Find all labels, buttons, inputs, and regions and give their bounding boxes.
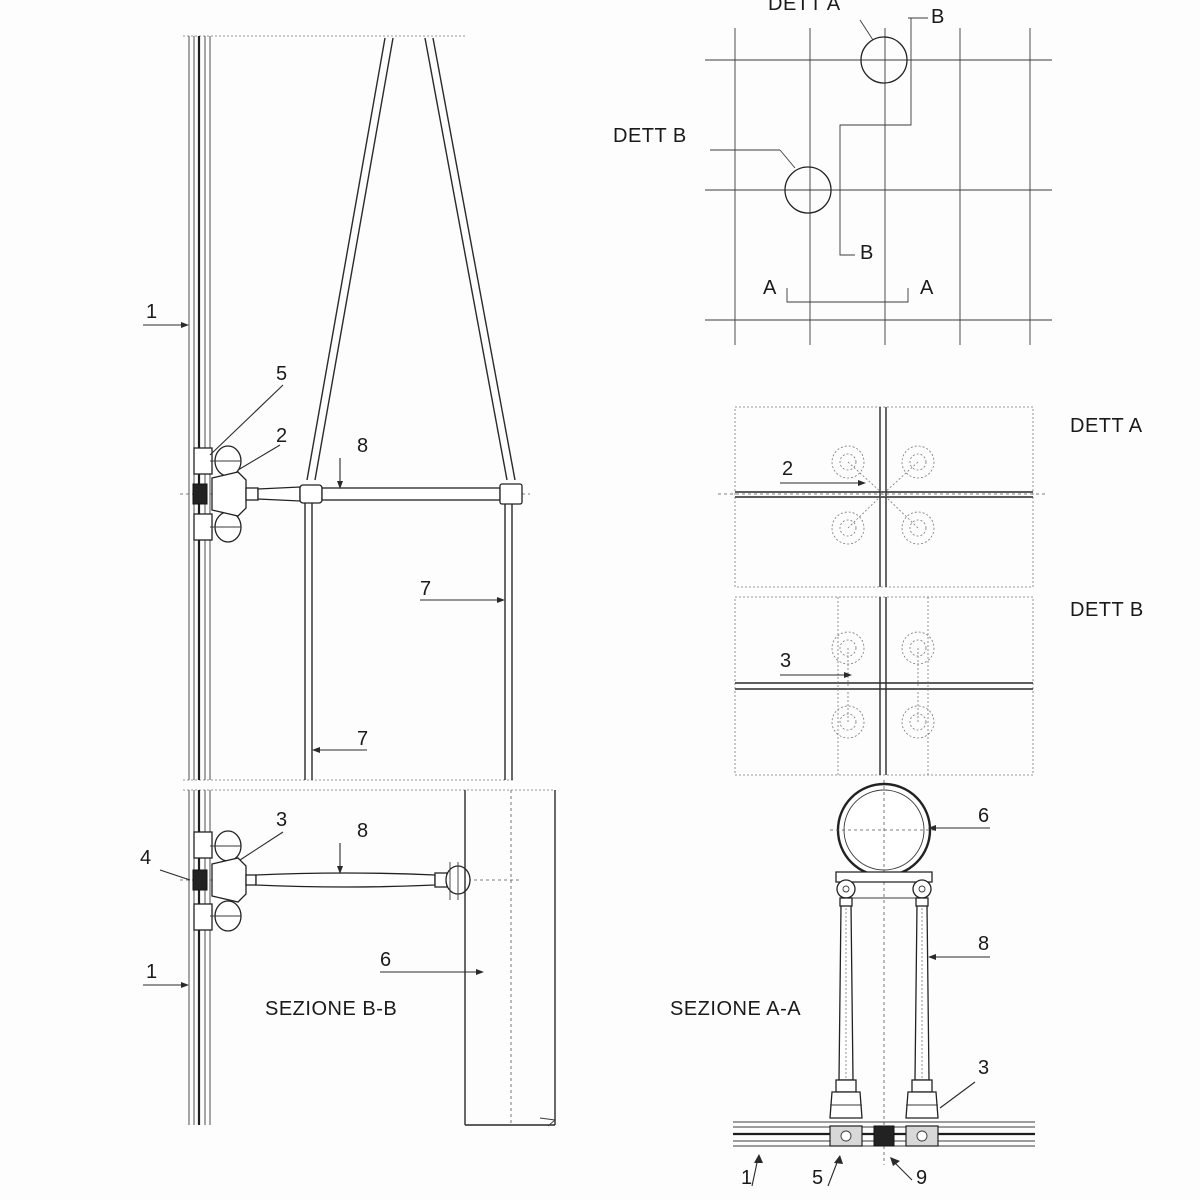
cut-mark-b-bottom: B <box>860 242 873 264</box>
section-bb-elevation: 1 5 2 8 7 7 3 8 4 1 6 SEZIONE B-B <box>140 35 557 1127</box>
label-1-glass-lower: 1 <box>146 961 157 983</box>
label-7-rod-left: 7 <box>357 728 368 750</box>
plan-label-dett-a: DETT A <box>768 0 841 15</box>
label-1-glass-sec: 1 <box>741 1167 752 1189</box>
label-3-dett-b: 3 <box>780 650 791 672</box>
column-section <box>464 790 557 1127</box>
label-5-fixing-sec: 5 <box>812 1167 823 1189</box>
label-8-strut-upper: 8 <box>357 435 368 457</box>
label-3-spider: 3 <box>276 809 287 831</box>
title-sezione-bb: SEZIONE B-B <box>265 998 397 1020</box>
title-sezione-aa: SEZIONE A-A <box>670 998 801 1020</box>
vertical-rods <box>304 500 513 780</box>
glass-facade-upper <box>188 36 211 780</box>
section-aa: 6 8 3 1 5 9 SEZIONE A-A <box>670 780 1035 1189</box>
label-8-struts: 8 <box>978 933 989 955</box>
title-dett-b: DETT B <box>1070 599 1144 621</box>
detail-b: 3 DETT B <box>734 596 1144 776</box>
label-9-joint: 9 <box>916 1167 927 1189</box>
cut-mark-a-left: A <box>763 277 777 299</box>
leaders-bb <box>143 322 505 988</box>
detail-a: 2 DETT A <box>718 406 1143 588</box>
label-7-rod-right: 7 <box>420 578 431 600</box>
label-6-column: 6 <box>380 949 391 971</box>
plan-label-dett-b: DETT B <box>613 125 687 147</box>
label-6-round-column: 6 <box>978 805 989 827</box>
label-1-glass-upper: 1 <box>146 301 157 323</box>
label-5-node: 5 <box>276 363 287 385</box>
label-2-node: 2 <box>276 425 287 447</box>
label-8-strut-lower: 8 <box>357 820 368 842</box>
title-dett-a: DETT A <box>1070 415 1143 437</box>
label-3-spider-sec: 3 <box>978 1057 989 1079</box>
upper-node-assembly <box>180 445 530 543</box>
lower-node-assembly <box>180 830 520 932</box>
cut-mark-b-top: B <box>931 6 944 28</box>
label-2-dett-a: 2 <box>782 458 793 480</box>
cross-cables <box>306 37 516 481</box>
facade-plan-grid: DETT A DETT B B B A A <box>613 0 1052 345</box>
label-4-hub: 4 <box>140 847 151 869</box>
cut-mark-a-right: A <box>920 277 934 299</box>
